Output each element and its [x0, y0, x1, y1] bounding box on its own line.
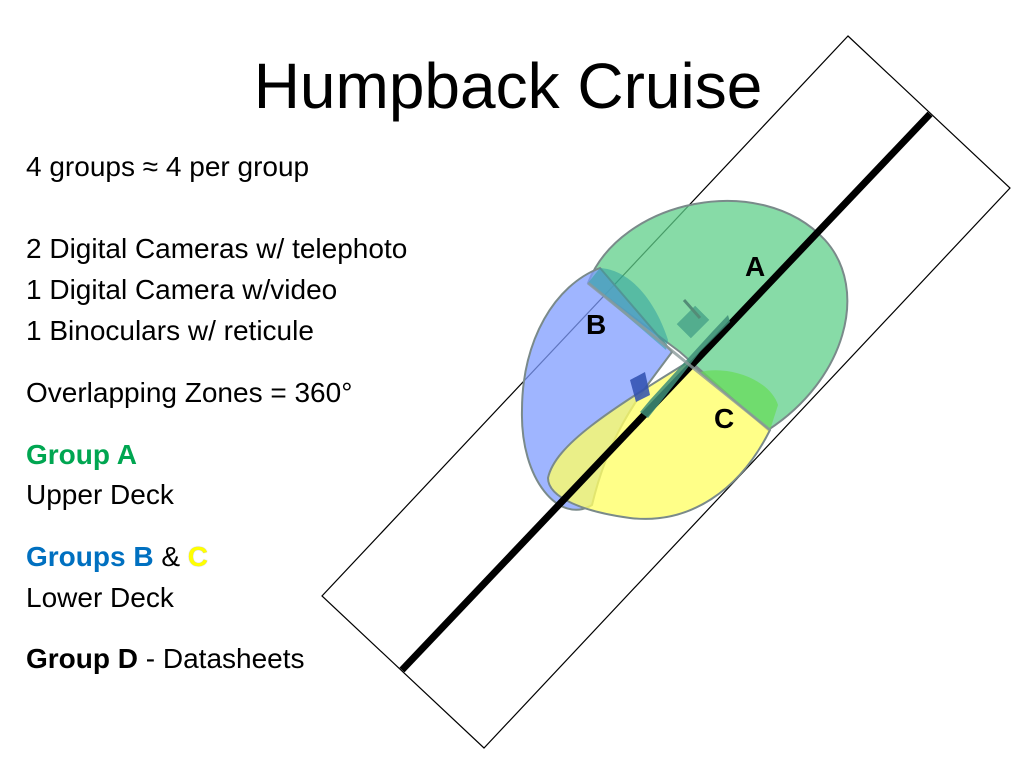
slide-title: Humpback Cruise [253, 50, 763, 122]
zone-b-label: B [586, 309, 606, 340]
groups-line: 4 groups ≈ 4 per group [26, 151, 310, 182]
camera-telephoto-line: 2 Digital Cameras w/ telephoto [26, 233, 408, 264]
overlap-a-b [588, 268, 668, 350]
upper-deck-label: Upper Deck [26, 479, 174, 510]
zone-a [586, 200, 849, 432]
zone-c [546, 360, 772, 520]
overlap-a-c [700, 370, 778, 430]
ship-icon [630, 299, 730, 418]
ampersand: & [153, 541, 188, 572]
binoculars-line: 1 Binoculars w/ reticule [26, 315, 314, 346]
zone-c-label: C [714, 403, 734, 434]
groups-b-c-line: Groups B & C [26, 540, 208, 574]
zone-divider [587, 281, 771, 432]
zone-a-label: A [745, 251, 765, 282]
camera-video-line: 1 Digital Camera w/video [26, 274, 338, 305]
zones-line: Overlapping Zones = 360° [26, 377, 353, 408]
group-d-line: Group D - Datasheets [26, 642, 305, 676]
survey-strip-outline [321, 35, 1011, 749]
datasheets-label: - Datasheets [138, 643, 305, 674]
groups-b-label: Groups B [26, 541, 154, 572]
lower-deck-label: Lower Deck [26, 582, 174, 613]
group-a-label: Group A [26, 439, 137, 470]
group-d-label: Group D [26, 643, 138, 674]
group-c-label: C [187, 541, 209, 572]
